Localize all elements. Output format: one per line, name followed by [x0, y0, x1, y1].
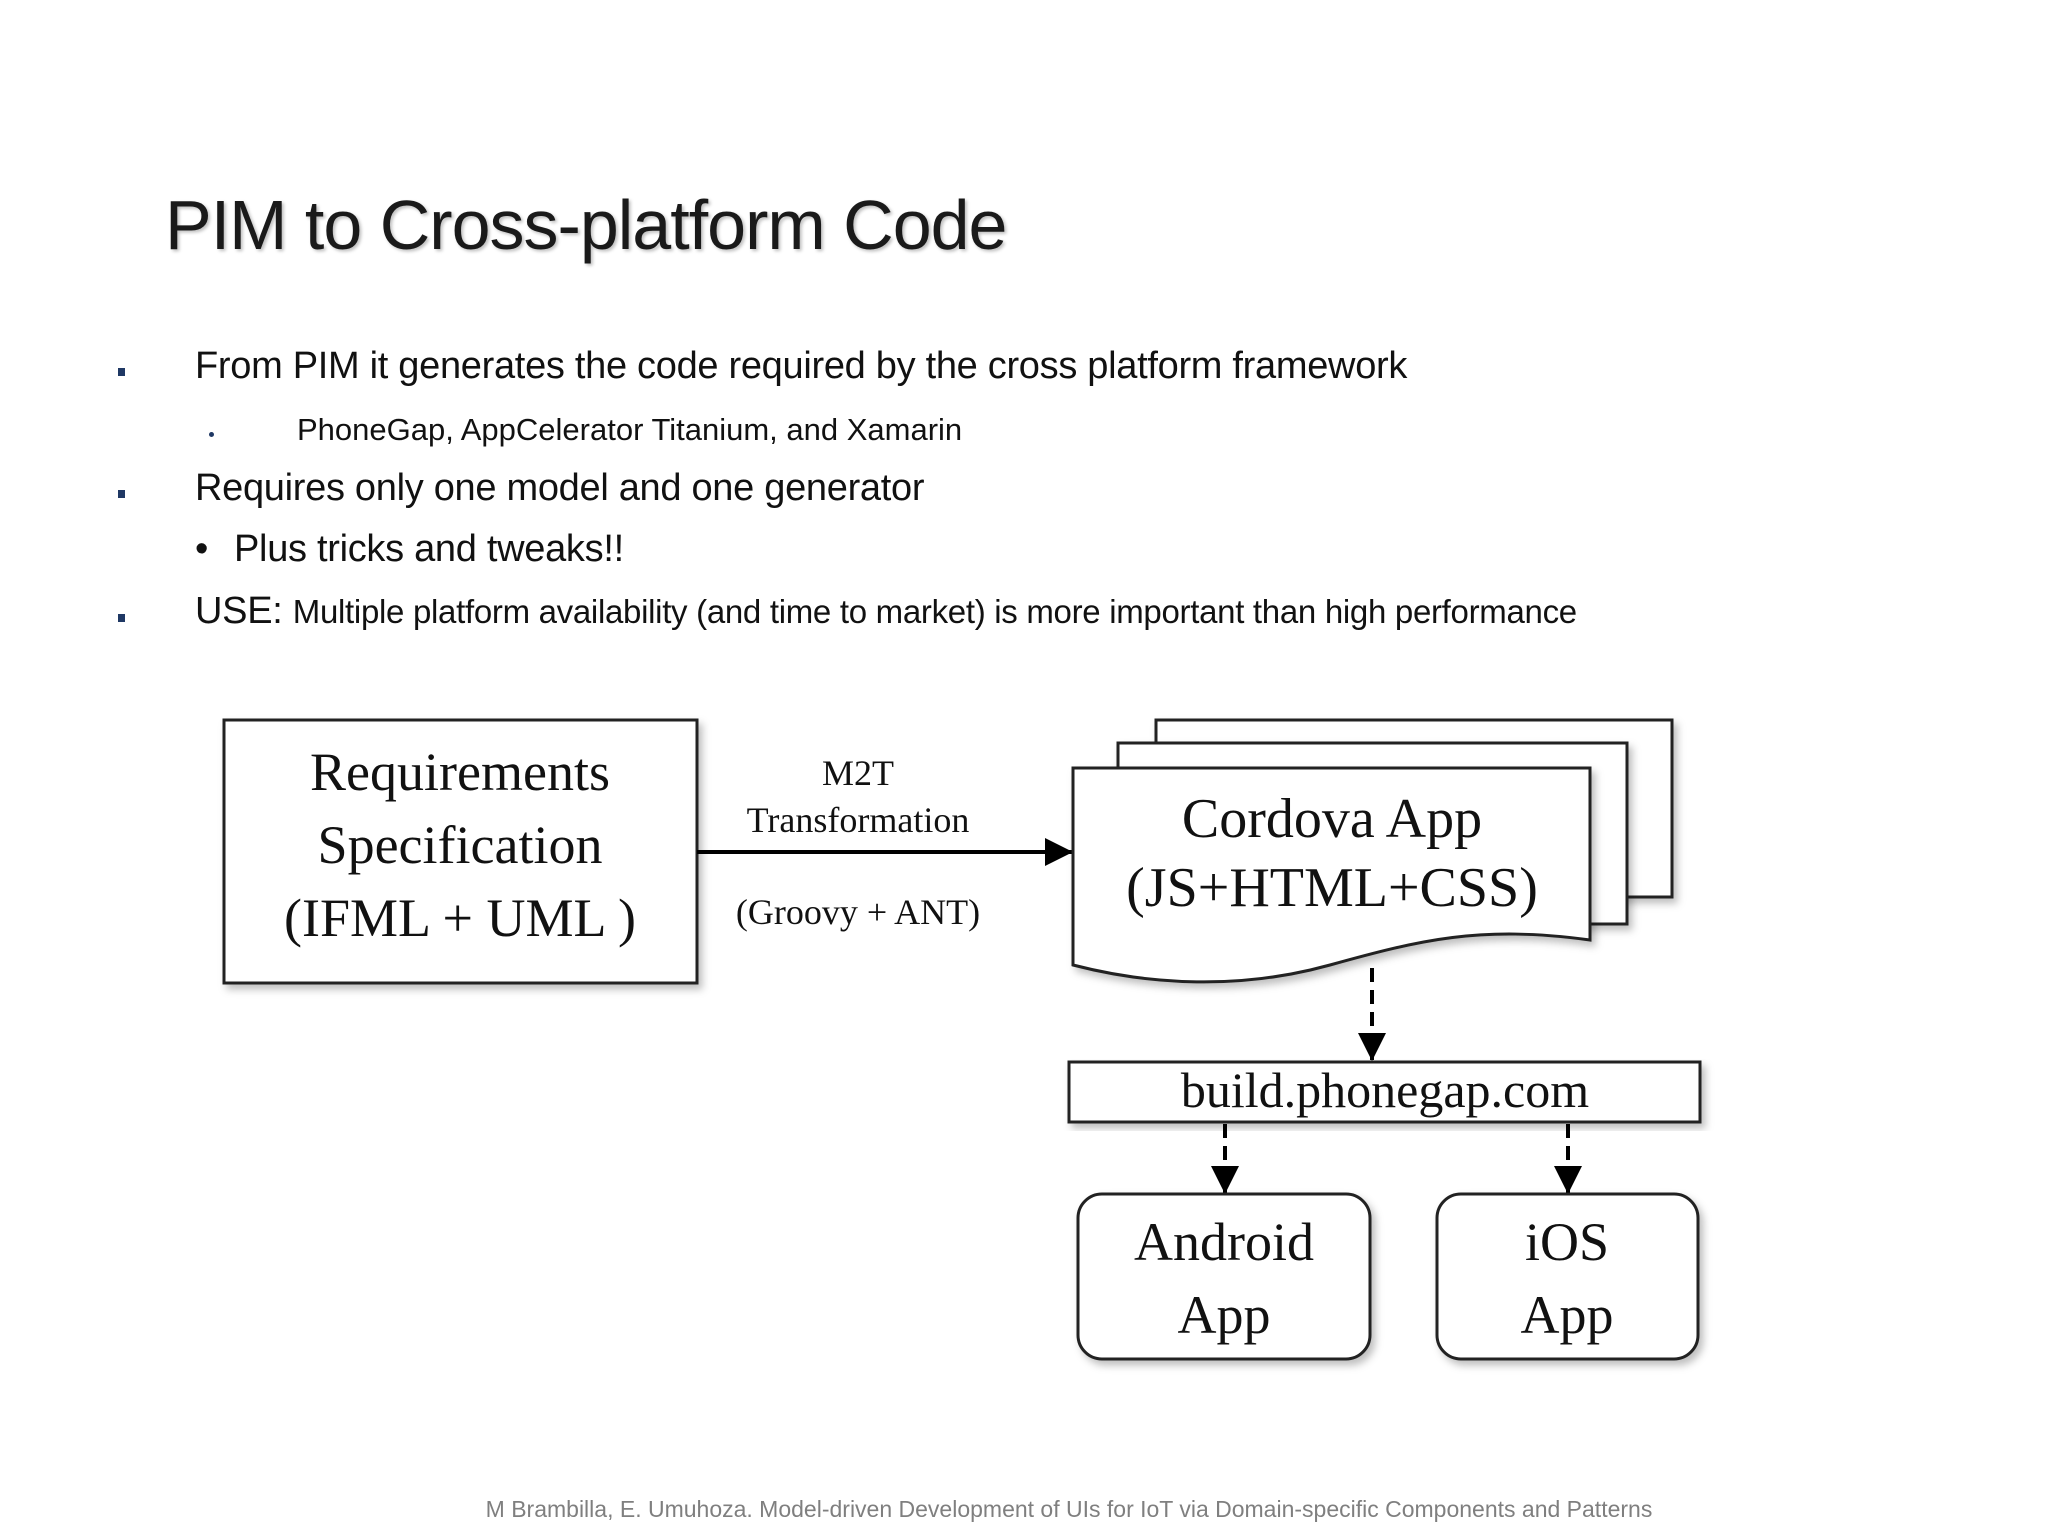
bullet-square-icon — [118, 368, 125, 376]
svg-text:build.phonegap.com: build.phonegap.com — [1181, 1062, 1589, 1118]
bullet-3: USE: Multiple platform availability (and… — [195, 590, 1577, 633]
android-app-box: Android App — [1076, 1192, 1372, 1361]
svg-text:Transformation: Transformation — [747, 800, 970, 840]
svg-text:App: App — [1521, 1285, 1614, 1345]
m2t-arrow: M2T Transformation (Groovy + ANT) — [697, 753, 1073, 932]
bullet-3-label: USE: — [195, 590, 283, 632]
svg-text:App: App — [1178, 1285, 1271, 1345]
svg-text:M2T: M2T — [822, 753, 894, 793]
build-phonegap-box: build.phonegap.com — [1067, 1060, 1702, 1124]
bullet-1: From PIM it generates the code required … — [195, 345, 1408, 387]
bullet-dot-icon — [209, 432, 214, 437]
bullet-2: Requires only one model and one generato… — [195, 467, 925, 509]
ios-app-box: iOS App — [1435, 1192, 1700, 1361]
svg-text:Specification: Specification — [318, 815, 603, 875]
bullet-square-icon — [118, 614, 125, 622]
svg-text:(JS+HTML+CSS): (JS+HTML+CSS) — [1126, 857, 1538, 919]
svg-text:iOS: iOS — [1525, 1212, 1609, 1272]
requirements-box: Requirements Specification (IFML + UML ) — [222, 718, 699, 985]
bullet-3-text: Multiple platform availability (and time… — [292, 593, 1577, 630]
svg-text:Android: Android — [1134, 1212, 1314, 1272]
bullet-2-sub: Plus tricks and tweaks!! — [234, 528, 624, 570]
bullet-1-sub: PhoneGap, AppCelerator Titanium, and Xam… — [297, 412, 963, 447]
bullet-round-icon: • — [195, 528, 209, 570]
svg-text:(IFML + UML ): (IFML + UML ) — [284, 888, 636, 948]
svg-text:Cordova App: Cordova App — [1182, 788, 1482, 850]
footer-citation: M Brambilla, E. Umuhoza. Model-driven De… — [485, 1496, 1653, 1522]
svg-text:(Groovy + ANT): (Groovy + ANT) — [736, 892, 980, 932]
cordova-document-stack: Cordova App (JS+HTML+CSS) — [1071, 718, 1674, 984]
bullet-square-icon — [118, 490, 125, 498]
svg-text:Requirements: Requirements — [310, 742, 610, 802]
slide-title: PIM to Cross-platform Code — [165, 186, 1007, 264]
